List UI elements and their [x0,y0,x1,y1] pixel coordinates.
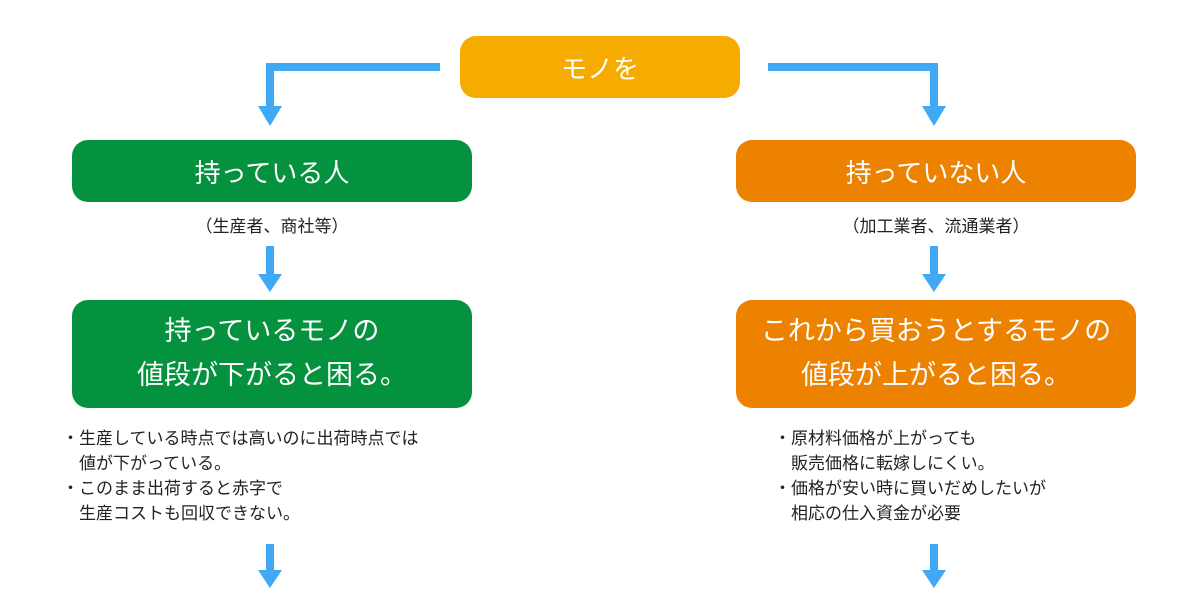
left-sub-label: （生産者、商社等） [195,217,349,237]
left-note-1-line-1: ・生産している時点では高いのに出荷時点では [62,429,419,449]
right-notes: ・原材料価格が上がっても 販売価格に転嫁しにくい。 ・価格が安い時に買いだめした… [774,427,1046,527]
left-note-1: ・生産している時点では高いのに出荷時点では 値が下がっている。 [62,427,419,477]
left-head-label: 持っている人 [194,158,350,189]
left-head-box: 持っている人 [72,140,472,202]
arrowhead-right-bottom [922,570,946,588]
arrowhead-left-mid [258,274,282,292]
right-body-box: これから買おうとするモノの 値段が上がると困る。 [736,300,1136,408]
right-body-line-1: これから買おうとするモノの [760,316,1112,347]
left-note-2-line-1: ・このまま出荷すると赤字で [62,479,283,499]
left-body-line-1: 持っているモノの [164,316,380,347]
arrowhead-left-top [258,106,282,126]
top-node-label: モノを [560,54,639,85]
top-node-box: モノを [460,36,740,98]
arrowhead-right-top [922,106,946,126]
left-body-box: 持っているモノの 値段が下がると困る。 [72,300,472,408]
right-note-1: ・原材料価格が上がっても 販売価格に転嫁しにくい。 [774,427,1046,477]
arrow-top-to-right [768,63,938,108]
right-note-2-line-2: 相応の仕入資金が必要 [791,504,961,524]
left-note-2: ・このまま出荷すると赤字で 生産コストも回収できない。 [62,477,419,527]
right-body-line-2: 値段が上がると困る。 [801,360,1071,391]
arrow-top-to-left [266,63,440,108]
left-note-1-line-2: 値が下がっている。 [79,454,232,474]
right-note-2-line-1: ・価格が安い時に買いだめしたいが [774,479,1046,499]
arrowhead-right-mid [922,274,946,292]
right-head-box: 持っていない人 [736,140,1136,202]
right-note-1-line-1: ・原材料価格が上がっても [774,429,977,449]
right-note-1-line-2: 販売価格に転嫁しにくい。 [791,454,995,474]
right-sub-label: （加工業者、流通業者） [842,217,1030,237]
right-note-2: ・価格が安い時に買いだめしたいが 相応の仕入資金が必要 [774,477,1046,527]
right-head-label: 持っていない人 [845,158,1027,189]
left-note-2-line-2: 生産コストも回収できない。 [79,504,300,524]
left-body-line-2: 値段が下がると困る。 [137,360,407,391]
arrowhead-left-bottom [258,570,282,588]
left-notes: ・生産している時点では高いのに出荷時点では 値が下がっている。 ・このまま出荷す… [62,427,419,527]
